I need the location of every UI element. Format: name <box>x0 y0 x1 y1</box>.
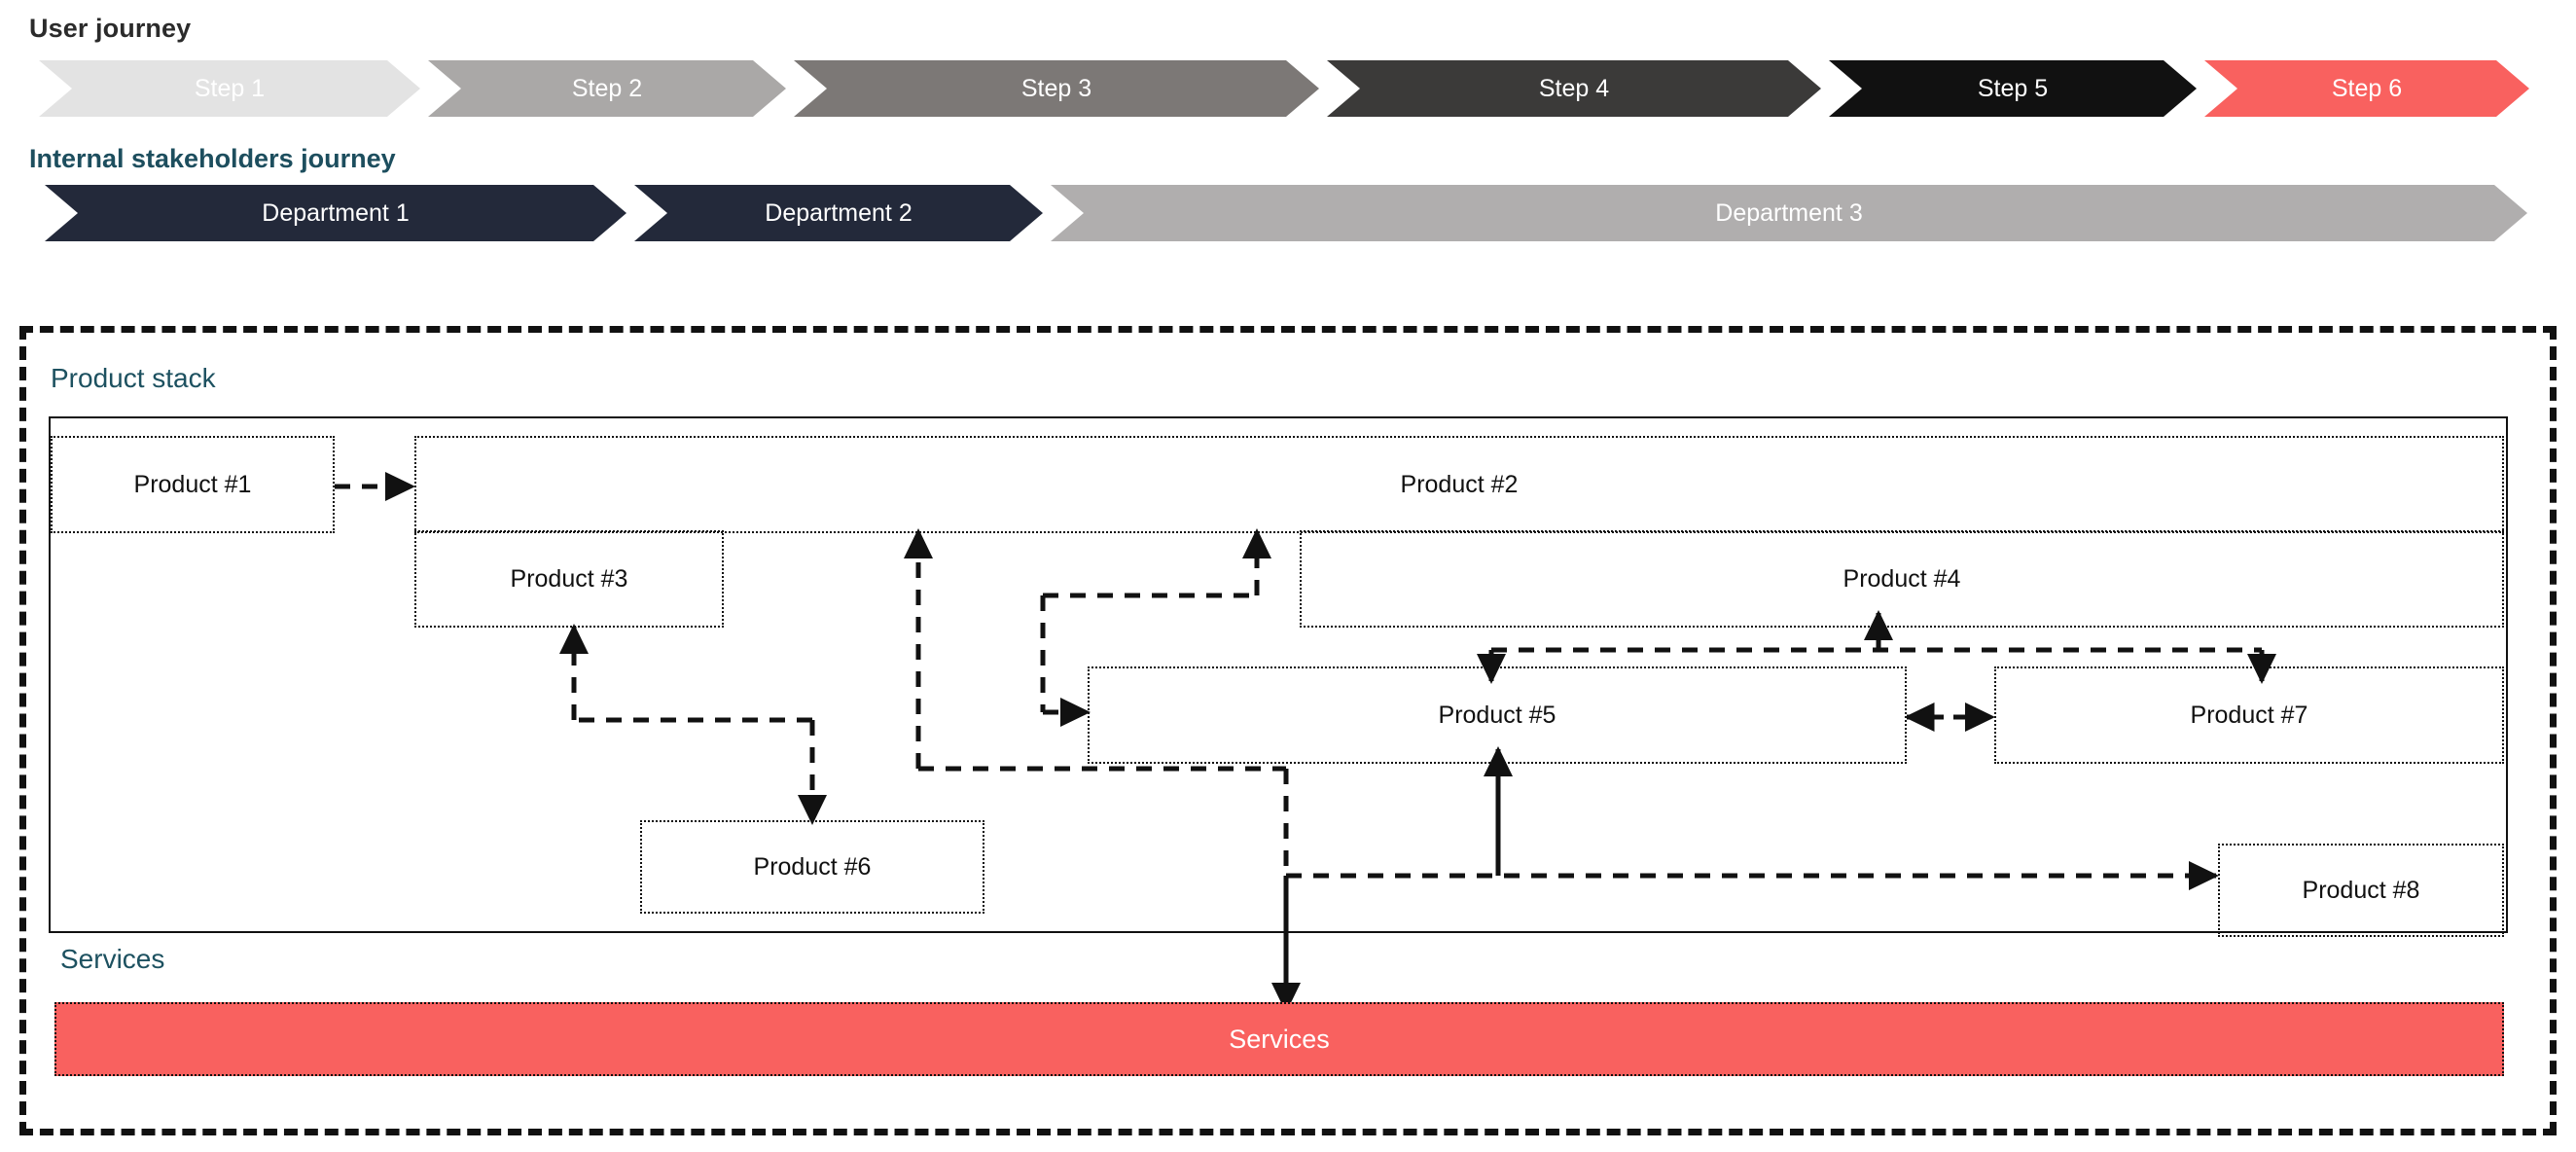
product-label: Product #5 <box>1438 701 1556 729</box>
product-box-product-3[interactable]: Product #3 <box>414 530 724 628</box>
department-step-label: Department 1 <box>262 198 410 227</box>
product-label: Product #3 <box>510 564 628 593</box>
department-step-label: Department 3 <box>1715 198 1863 227</box>
user-journey-step-label: Step 2 <box>571 74 643 102</box>
product-box-product-5[interactable]: Product #5 <box>1088 666 1907 764</box>
department-step-label: Department 2 <box>765 198 912 227</box>
product-box-product-2[interactable]: Product #2 <box>414 436 2504 533</box>
internal-journey-lane: Department 1 Department 2 Department 3 <box>45 185 2558 241</box>
product-label: Product #7 <box>2190 701 2308 729</box>
user-journey-lane: Step 1 Step 2 Step 3 Step 4 Step 5 Step 6 <box>39 60 2558 117</box>
product-box-product-8[interactable]: Product #8 <box>2218 844 2504 937</box>
user-journey-step-label: Step 1 <box>194 74 266 102</box>
services-bar-label: Services <box>1229 1024 1330 1054</box>
department-step-2[interactable]: Department 2 <box>634 185 1043 241</box>
product-box-product-4[interactable]: Product #4 <box>1300 530 2504 628</box>
user-journey-step-label: Step 4 <box>1538 74 1610 102</box>
services-title: Services <box>60 944 165 974</box>
user-journey-step-4[interactable]: Step 4 <box>1327 60 1821 117</box>
product-label: Product #6 <box>753 852 872 881</box>
product-label: Product #1 <box>133 470 252 498</box>
user-journey-step-6[interactable]: Step 6 <box>2204 60 2529 117</box>
user-journey-step-3[interactable]: Step 3 <box>794 60 1319 117</box>
product-stack-frame <box>19 326 2557 1135</box>
product-box-product-1[interactable]: Product #1 <box>51 436 335 533</box>
user-journey-step-label: Step 5 <box>1977 74 2049 102</box>
services-bar[interactable]: Services <box>54 1002 2504 1076</box>
user-journey-title: User journey <box>29 14 192 43</box>
user-journey-step-2[interactable]: Step 2 <box>428 60 786 117</box>
department-step-3[interactable]: Department 3 <box>1051 185 2527 241</box>
product-stack-title: Product stack <box>51 363 216 393</box>
product-stack-panel <box>49 416 2508 933</box>
product-label: Product #8 <box>2302 876 2420 904</box>
product-label: Product #4 <box>1843 564 1961 593</box>
user-journey-step-1[interactable]: Step 1 <box>39 60 420 117</box>
product-box-product-6[interactable]: Product #6 <box>640 820 984 914</box>
internal-journey-title: Internal stakeholders journey <box>29 144 396 173</box>
product-box-product-7[interactable]: Product #7 <box>1994 666 2504 764</box>
product-label: Product #2 <box>1400 470 1519 498</box>
user-journey-step-label: Step 3 <box>1020 74 1092 102</box>
department-step-1[interactable]: Department 1 <box>45 185 626 241</box>
user-journey-step-label: Step 6 <box>2331 74 2403 102</box>
user-journey-step-5[interactable]: Step 5 <box>1829 60 2197 117</box>
